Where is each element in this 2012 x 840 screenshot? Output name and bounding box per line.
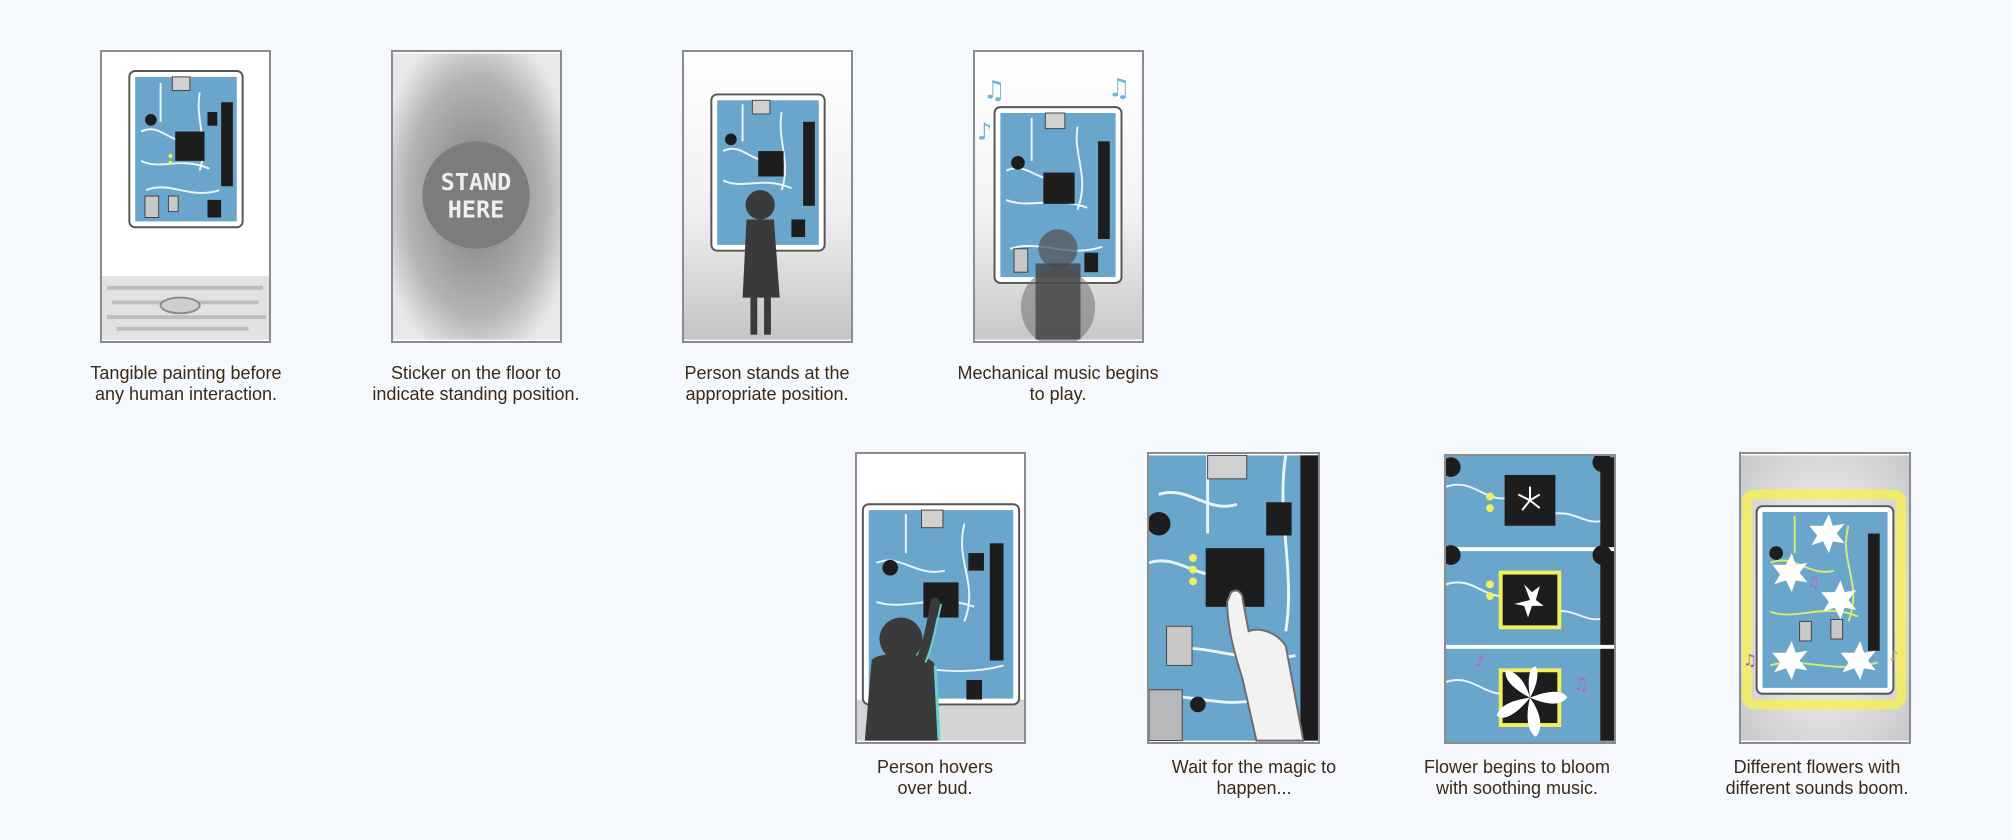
storyboard-panel-5 (855, 452, 1026, 744)
floor-sticker-illustration: STAND HERE (393, 53, 560, 340)
caption-5: Person hovers over bud. (795, 757, 1075, 799)
sticker-text-line-2: HERE (448, 195, 504, 223)
caption-5-line-2: over bud. (897, 778, 973, 798)
caption-2-line-2: indicate standing position. (372, 384, 580, 404)
music-note-icon-left: ♪ (1475, 652, 1485, 670)
music-note-icon-right: ♫ (1108, 72, 1131, 102)
music-playing-illustration: ♫ ♫ ♪ (975, 53, 1142, 341)
caption-4-line-1: Mechanical music begins (957, 363, 1159, 383)
person-hovering-illustration (857, 455, 1024, 741)
storyboard-panel-3 (682, 50, 853, 343)
caption-3-line-2: appropriate position. (685, 384, 849, 404)
caption-6-line-1: Wait for the magic to (1171, 757, 1337, 777)
caption-8: Different flowers with different sounds … (1677, 757, 1957, 799)
caption-2-line-1: Sticker on the floor to (390, 363, 562, 383)
caption-7-line-1: Flower begins to bloom (1423, 757, 1611, 777)
caption-6: Wait for the magic to happen... (1114, 757, 1394, 799)
music-note-icon: ♫ (1743, 651, 1757, 669)
storyboard-panel-2: STAND HERE (391, 50, 562, 343)
music-note-icon-left-low: ♪ (977, 117, 992, 145)
caption-1-line-2: any human interaction. (94, 384, 278, 404)
sticker-text-line-1: STAND (441, 168, 512, 196)
caption-7-line-2: with soothing music. (1435, 778, 1599, 798)
finger-touch-illustration (1149, 454, 1318, 742)
person-silhouette (864, 597, 942, 741)
flower-bloom-sequence-illustration: ♫ ♪ (1446, 456, 1614, 741)
caption-1: Tangible painting before any human inter… (46, 363, 326, 405)
music-note-icon: ♫ (1573, 675, 1589, 695)
caption-8-line-2: different sounds boom. (1725, 778, 1909, 798)
caption-4-line-2: to play. (1029, 384, 1087, 404)
storyboard-panel-7: ♫ ♪ (1444, 454, 1616, 744)
caption-1-line-1: Tangible painting before (90, 363, 282, 383)
storyboard-panel-6 (1147, 452, 1320, 744)
caption-3-line-1: Person stands at the (684, 363, 850, 383)
caption-7: Flower begins to bloom with soothing mus… (1377, 757, 1657, 799)
music-note-icon-right: ♪ (1889, 649, 1898, 665)
storyboard-panel-4: ♫ ♫ ♪ (973, 50, 1144, 343)
flower-icon (1772, 514, 1876, 681)
flower-icon (1496, 666, 1568, 737)
flowers-blooming-illustration: ♫ ♪ ♫ (1741, 455, 1909, 741)
storyboard-panel-8: ♫ ♪ ♫ (1739, 452, 1911, 744)
music-note-icon-center: ♫ (1807, 574, 1819, 590)
storyboard-panel-1 (100, 50, 271, 343)
person-standing-illustration (684, 53, 851, 340)
finger-icon (1226, 589, 1305, 742)
caption-8-line-1: Different flowers with (1733, 757, 1901, 777)
caption-5-line-1: Person hovers (876, 757, 994, 777)
music-note-icon: ♫ (983, 74, 1006, 104)
caption-3: Person stands at the appropriate positio… (627, 363, 907, 405)
caption-6-line-2: happen... (1216, 778, 1292, 798)
caption-2: Sticker on the floor to indicate standin… (336, 363, 616, 405)
caption-4: Mechanical music begins to play. (918, 363, 1198, 405)
painting-idle-illustration (102, 70, 269, 340)
person-silhouette (742, 190, 780, 335)
